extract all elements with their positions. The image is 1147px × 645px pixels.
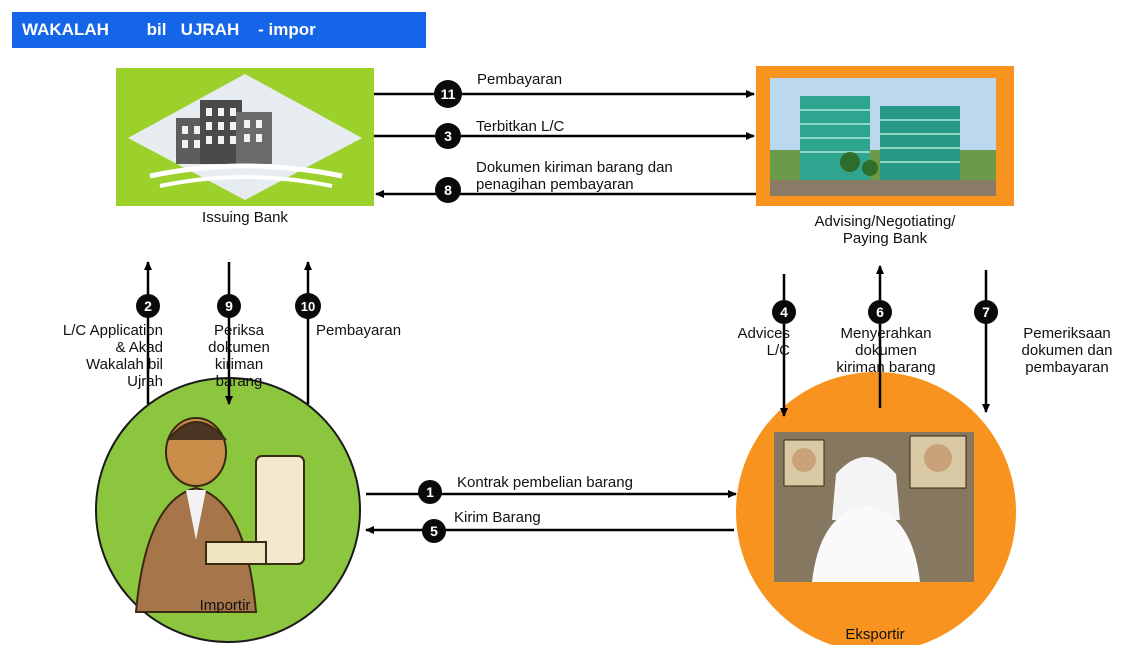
diagram-title: WAKALAH bil UJRAH - impor <box>12 12 426 48</box>
flow-2-label: L/C Application & Akad Wakalah bil Ujrah <box>62 322 163 390</box>
flow-9-label: Periksa dokumen kiriman barang <box>208 322 270 390</box>
step-number: 1 <box>426 484 434 500</box>
step-number: 2 <box>144 298 152 314</box>
step-number: 10 <box>301 299 315 314</box>
step-number: 11 <box>441 86 456 102</box>
step-badge-9: 9 <box>217 294 241 318</box>
issuing-bank-label: Issuing Bank <box>202 209 288 226</box>
step-badge-6: 6 <box>868 300 892 324</box>
flow-6-label: Menyerahkan dokumen kiriman barang <box>836 325 936 376</box>
flow-3-label: Terbitkan L/C <box>476 118 565 135</box>
importir-label: Importir <box>199 597 251 614</box>
flow-10-label: Pembayaran <box>316 322 402 339</box>
flow-1-label: Kontrak pembelian barang <box>457 474 633 491</box>
flow-5-label: Kirim Barang <box>454 509 541 526</box>
step-badge-8: 8 <box>435 177 461 203</box>
issuing-bank-image <box>116 68 374 206</box>
flow-4-label: Advices L/C <box>737 325 790 359</box>
step-badge-1: 1 <box>418 480 442 504</box>
eksportir-label: Eksportir <box>845 626 905 643</box>
step-badge-7: 7 <box>974 300 998 324</box>
step-badge-11: 11 <box>434 80 462 108</box>
eksportir-image <box>736 372 1016 645</box>
step-number: 9 <box>225 298 233 314</box>
step-number: 3 <box>444 128 452 144</box>
step-badge-10: 10 <box>295 293 321 319</box>
advising-bank-label: Advising/Negotiating/ Paying Bank <box>814 213 956 247</box>
step-number: 8 <box>444 182 452 198</box>
flow-11-label: Pembayaran <box>477 71 563 88</box>
flow-8-label: Dokumen kiriman barang dan penagihan pem… <box>476 159 673 193</box>
step-number: 6 <box>876 304 884 320</box>
step-badge-2: 2 <box>136 294 160 318</box>
step-badge-3: 3 <box>435 123 461 149</box>
step-badge-5: 5 <box>422 519 446 543</box>
importir-image <box>95 377 361 643</box>
step-number: 5 <box>430 523 438 539</box>
step-number: 4 <box>780 304 788 320</box>
flow-7-label: Pemeriksaan dokumen dan pembayaran <box>1021 325 1113 376</box>
advising-bank-image <box>756 66 1014 206</box>
step-badge-4: 4 <box>772 300 796 324</box>
step-number: 7 <box>982 304 990 320</box>
